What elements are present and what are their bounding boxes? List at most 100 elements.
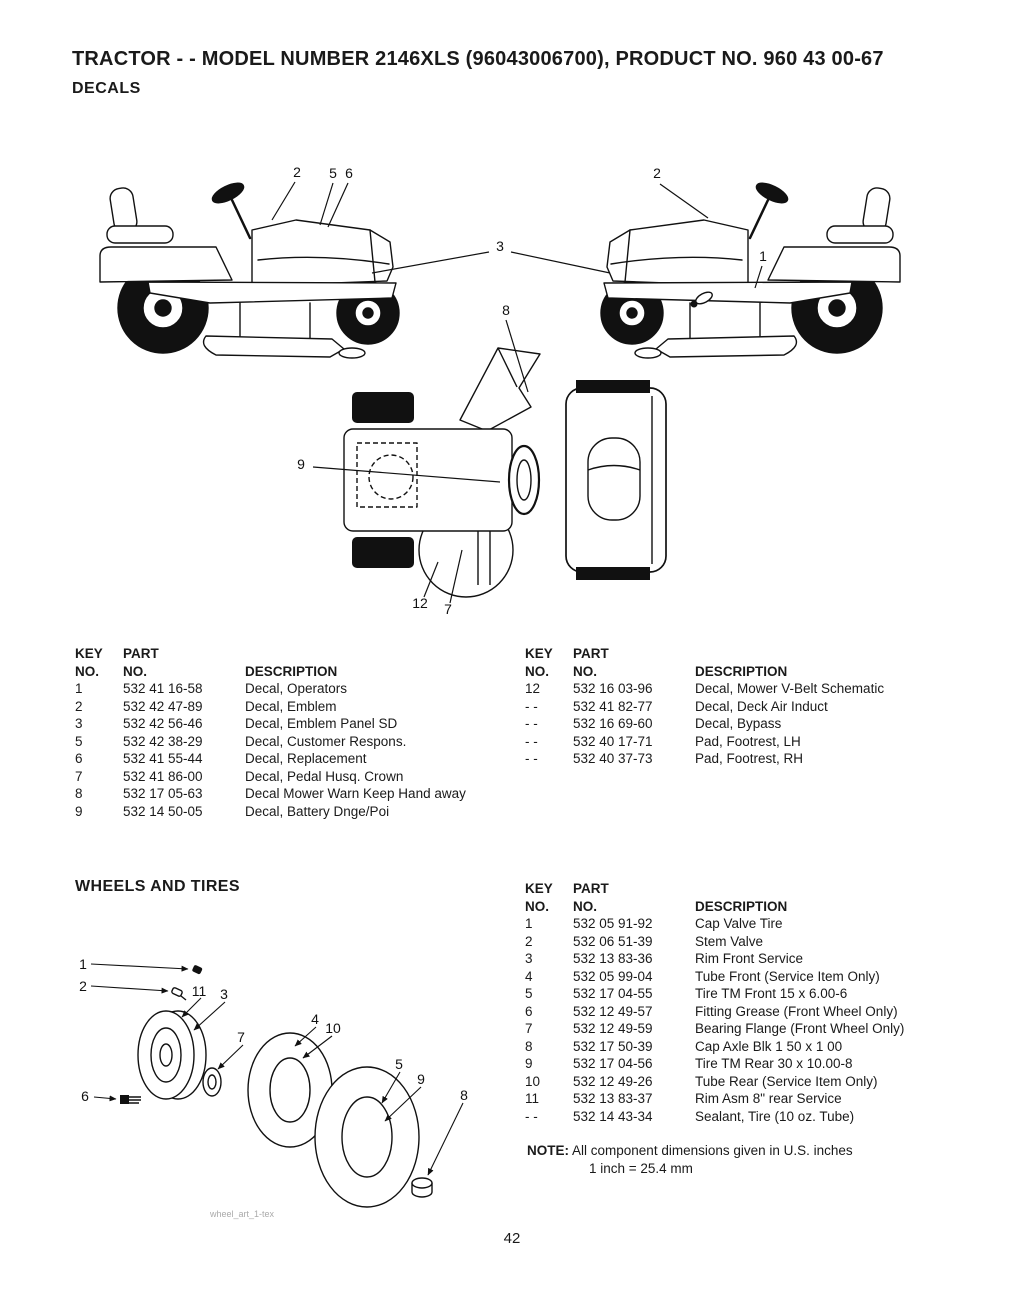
callout-label: 6: [81, 1088, 89, 1104]
table-cell-key: - -: [525, 751, 538, 766]
table-cell-key: 8: [75, 786, 83, 801]
decals-callout-labels: 2 5 6 3 2 1 8 9 12 7: [293, 164, 767, 617]
table-cell-part: 532 05 91-92: [573, 916, 653, 931]
table-cell-description: Decal, Mower V-Belt Schematic: [695, 681, 885, 696]
header-part: PART: [573, 881, 609, 896]
table-row: 7 532 41 86-00 Decal, Pedal Husq. Crown: [75, 768, 466, 786]
table-cell-part: 532 12 49-59: [573, 1021, 653, 1036]
table-cell-key: 5: [75, 733, 83, 749]
callout-label: 9: [297, 456, 305, 472]
decals-callout-lines: [271, 181, 763, 604]
table-cell-description: Tube Front (Service Item Only): [695, 968, 880, 984]
callout-label: 7: [444, 601, 452, 617]
callout-label: 4: [311, 1011, 319, 1027]
table-cell-key: 2: [525, 933, 533, 949]
callout-label: 8: [460, 1087, 468, 1103]
callout-label: 1: [79, 956, 87, 972]
table-cell-key: 9: [75, 803, 83, 819]
table-row: 4 532 05 99-04 Tube Front (Service Item On…: [525, 968, 904, 986]
table-cell-description: Rim Front Service: [695, 951, 804, 966]
wheels-callout-labels: 1 2 11 3 7 4 10 5 9 6 8: [79, 956, 468, 1104]
table-cell-key: - -: [525, 716, 538, 731]
table-cell-key: 11: [525, 1091, 540, 1106]
table-cell-description: Cap Valve Tire: [695, 916, 783, 931]
callout-label: 1: [759, 248, 767, 264]
table-cell-key: 9: [525, 1056, 533, 1071]
table-cell-part: 532 14 43-34: [573, 1108, 653, 1124]
table-cell-part: 532 16 03-96: [573, 681, 653, 696]
table-cell-part: 532 17 04-56: [573, 1056, 653, 1071]
header-part-no: NO.: [123, 663, 148, 679]
note-line1: All component dimensions given in U.S. i…: [572, 1143, 853, 1158]
table-row: - - 532 16 69-60 Decal, Bypass: [525, 715, 884, 733]
header-key-no: NO.: [525, 663, 550, 679]
table-cell-description: Rim Asm 8" rear Service: [695, 1091, 842, 1106]
callout-label: 10: [325, 1020, 341, 1036]
table-cell-part: 532 05 99-04: [573, 968, 653, 984]
table-cell-description: Decal, Pedal Husq. Crown: [245, 768, 404, 784]
artwork-watermark: wheel_art_1-tex: [209, 1209, 275, 1219]
table-cell-part: 532 17 04-55: [573, 986, 653, 1001]
table-cell-description: Tube Rear (Service Item Only): [695, 1073, 878, 1089]
callout-label: 5: [395, 1056, 403, 1072]
header-key-no: NO.: [525, 898, 550, 914]
wheels-callout-lines: [90, 963, 464, 1176]
table-cell-description: Decal, Customer Respons.: [245, 733, 407, 749]
table-cell-key: - -: [525, 733, 538, 749]
table-cell-description: Decal, Replacement: [245, 751, 367, 766]
table-cell-key: - -: [525, 1108, 538, 1124]
header-part-no: NO.: [573, 663, 598, 679]
wheel-parts-illustration: [120, 965, 433, 1208]
table-cell-part: 532 14 50-05: [123, 803, 203, 819]
table-cell-description: Decal Mower Warn Keep Hand away: [245, 786, 466, 801]
table-cell-key: 5: [525, 986, 533, 1001]
table-cell-key: 1: [525, 916, 533, 931]
table-row: 8 532 17 05-63 Decal Mower Warn Keep Hand …: [75, 785, 466, 803]
header-description: DESCRIPTION: [245, 663, 338, 679]
table-cell-description: Stem Valve: [695, 933, 764, 949]
table-cell-key: 4: [525, 968, 533, 984]
table-cell-part: 532 41 55-44: [123, 751, 203, 766]
table-cell-key: 7: [75, 768, 83, 784]
table-cell-description: Tire TM Rear 30 x 10.00-8: [695, 1056, 853, 1071]
table-cell-key: 8: [525, 1038, 533, 1054]
wheels-diagram: 1 2 11 3 7 4 10 5 9 6 8 wheel_art_1-tex: [79, 956, 468, 1219]
table-cell-part: 532 16 69-60: [573, 716, 653, 731]
table-cell-key: 7: [525, 1021, 533, 1036]
decals-diagram: 2 5 6 3 2 1 8 9 12 7: [98, 164, 902, 617]
table-cell-key: 12: [525, 681, 541, 696]
callout-label: 9: [417, 1071, 425, 1087]
table-cell-part: 532 42 47-89: [123, 698, 203, 714]
section-title-wheels-and-tires: WHEELS AND TIRES: [75, 878, 240, 895]
table-cell-description: Cap Axle Blk 1 50 x 1 00: [695, 1038, 843, 1054]
table-cell-description: Decal, Emblem: [245, 698, 337, 714]
callout-label: 12: [412, 595, 428, 611]
table-cell-part: 532 13 83-37: [573, 1091, 653, 1106]
tractor-right-illustration: [599, 178, 902, 360]
table-cell-part: 532 13 83-36: [573, 951, 653, 966]
table-cell-key: 6: [525, 1003, 533, 1019]
table-row: 1 532 05 91-92 Cap Valve Tire: [525, 915, 904, 933]
header-key: KEY: [75, 646, 103, 661]
header-key: KEY: [525, 646, 553, 661]
table-cell-description: Decal, Bypass: [695, 716, 782, 731]
table-cell-key: 2: [75, 698, 83, 714]
table-cell-part: 532 41 86-00: [123, 768, 203, 784]
table-cell-part: 532 17 05-63: [123, 786, 203, 801]
table-row: 2 532 42 47-89 Decal, Emblem: [75, 698, 466, 716]
table-cell-part: 532 42 56-46: [123, 716, 203, 731]
